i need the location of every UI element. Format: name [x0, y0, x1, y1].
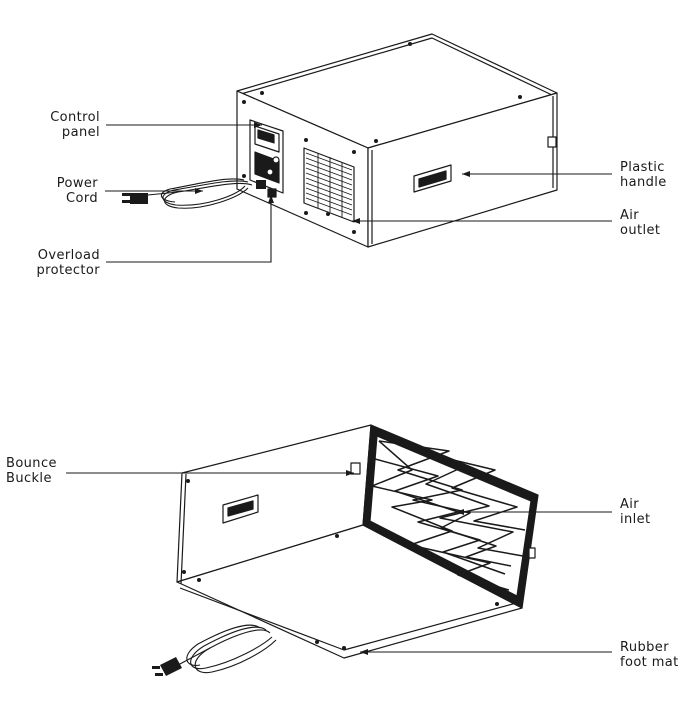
label-air-outlet-line2: outlet [620, 223, 661, 238]
label-rubber-foot-mat-line2: foot mat [620, 655, 679, 670]
overload-protector [267, 188, 277, 198]
label-bounce-buckle: Bounce Buckle [6, 456, 66, 486]
label-plastic-handle-line2: handle [620, 175, 667, 190]
label-air-inlet-line2: inlet [620, 512, 651, 527]
label-plastic-handle: Plastic handle [620, 160, 690, 190]
label-control-panel-line2: panel [61, 125, 100, 140]
label-rubber-foot-mat: Rubber foot mat [620, 640, 692, 670]
label-power-cord-line1: Power [56, 176, 98, 191]
label-overload-protector-line1: Overload [37, 248, 100, 263]
bottom-power-cord [177, 624, 277, 674]
top-unit-side-face [367, 92, 558, 248]
label-air-outlet-line1: Air [620, 208, 640, 223]
label-rubber-foot-mat-line1: Rubber [620, 640, 669, 655]
label-power-cord: Power Cord [30, 176, 98, 206]
label-overload-protector: Overload protector [20, 248, 100, 278]
label-bounce-buckle-line2: Buckle [6, 471, 52, 486]
label-bounce-buckle-line1: Bounce [6, 456, 57, 471]
label-air-outlet: Air outlet [620, 208, 680, 238]
leader-overload-protector [106, 195, 272, 263]
label-control-panel-line1: Control [50, 110, 100, 125]
label-air-inlet: Air inlet [620, 497, 680, 527]
label-control-panel: Control panel [30, 110, 100, 140]
power-cord [147, 178, 253, 209]
label-air-inlet-line1: Air [620, 497, 640, 512]
label-plastic-handle-line1: Plastic [620, 160, 665, 175]
bounce-buckle [350, 462, 361, 475]
label-overload-protector-line2: protector [36, 263, 100, 278]
label-power-cord-line2: Cord [66, 191, 98, 206]
